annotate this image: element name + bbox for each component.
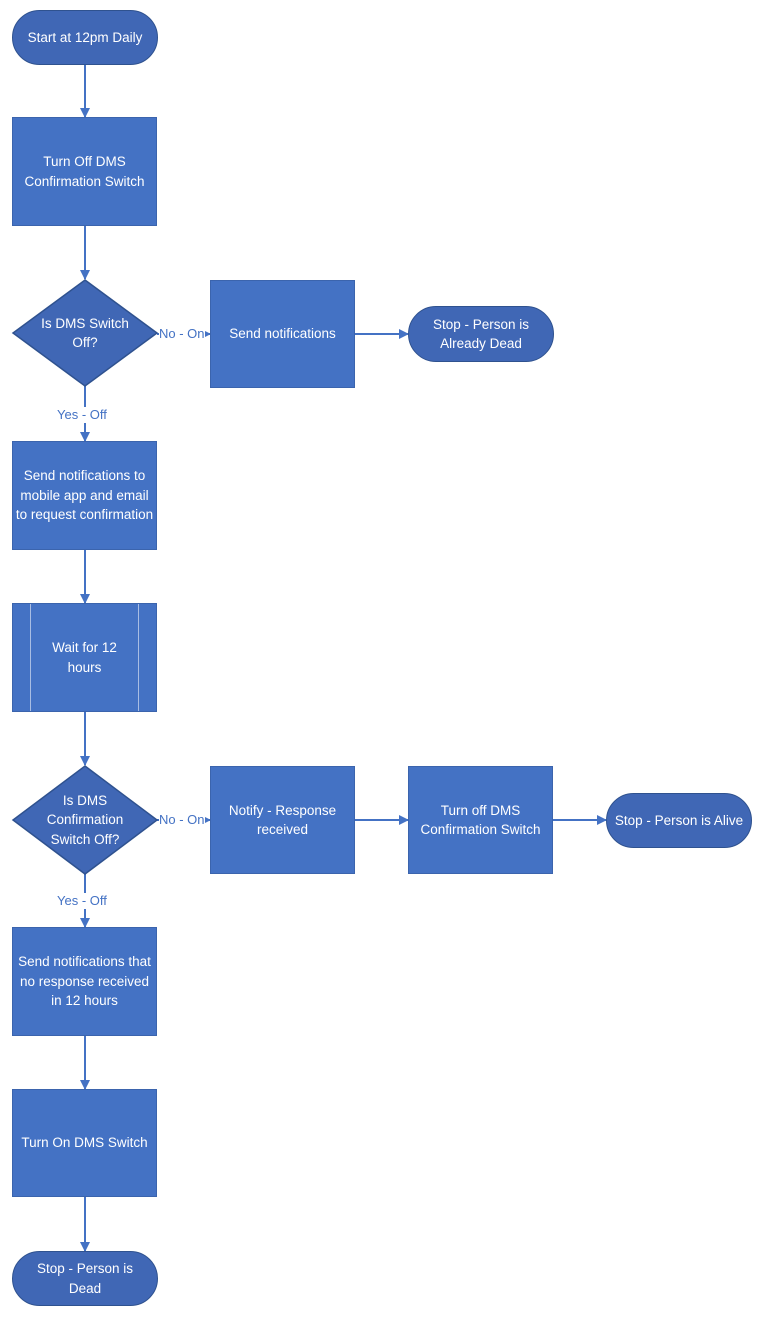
turn-off-switch-label: Turn Off DMS Confirmation Switch — [24, 154, 145, 189]
wait-label: Wait for 12 hours — [52, 640, 117, 675]
start-label: Start at 12pm Daily — [27, 29, 143, 45]
stop-dead-label: Stop - Person is Dead — [36, 1261, 134, 1296]
send-request-step: Send notifications to mobile app and ema… — [12, 441, 157, 550]
notify-response-step: Notify - Response received — [210, 766, 355, 874]
start-terminal: Start at 12pm Daily — [12, 10, 158, 65]
notify-response-label: Notify - Response received — [228, 802, 337, 838]
send-notifications-label: Send notifications — [229, 326, 336, 342]
send-no-response-step: Send notifications that no response rece… — [12, 927, 157, 1036]
turn-on-switch-step: Turn On DMS Switch — [12, 1089, 157, 1197]
stop-alive-terminal: Stop - Person is Alive — [606, 793, 752, 848]
stop-already-dead-terminal: Stop - Person is Already Dead — [408, 306, 554, 362]
stop-dead-terminal: Stop - Person is Dead — [12, 1251, 158, 1306]
turn-off-confirmation-step: Turn off DMS Confirmation Switch — [408, 766, 553, 874]
decision-switch-off-label: Is DMS Switch Off? — [41, 315, 129, 351]
decision-diamond-confirmation-off — [11, 765, 159, 875]
decision-confirmation-off-label: Is DMS Confirmation Switch Off? — [46, 792, 124, 847]
edge-label-decision2-no: No - On — [159, 812, 205, 828]
turn-off-confirmation-label: Turn off DMS Confirmation Switch — [420, 802, 541, 838]
edge-label-decision2-yes: Yes - Off — [57, 893, 107, 909]
wait-subprocess: Wait for 12 hours — [12, 603, 157, 712]
send-request-label: Send notifications to mobile app and ema… — [15, 468, 154, 523]
edge-label-decision1-yes: Yes - Off — [57, 407, 107, 423]
stop-already-dead-label: Stop - Person is Already Dead — [432, 316, 530, 352]
send-notifications-step: Send notifications — [210, 280, 355, 388]
turn-off-switch-step: Turn Off DMS Confirmation Switch — [12, 117, 157, 226]
decision-diamond-switch-off — [11, 279, 159, 387]
edge-label-decision1-no: No - On — [159, 326, 205, 342]
stop-alive-label: Stop - Person is Alive — [614, 812, 744, 828]
turn-on-switch-label: Turn On DMS Switch — [21, 1135, 148, 1151]
send-no-response-label: Send notifications that no response rece… — [18, 954, 151, 1009]
